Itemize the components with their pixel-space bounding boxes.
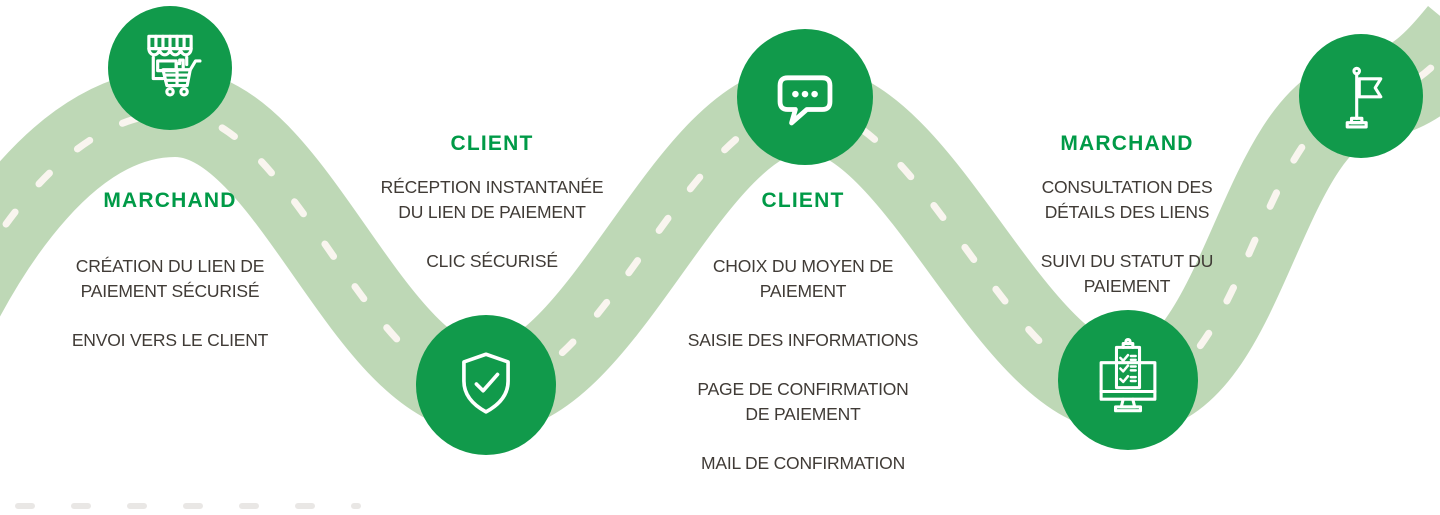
actor-title: MARCHAND (1060, 132, 1194, 155)
actor-title: MARCHAND (103, 189, 237, 212)
chat-bubble-icon (777, 75, 833, 126)
step-label-client-payment: CLIENT CHOIX DU MOYEN DE PAIEMENT SAISIE… (685, 190, 921, 476)
step-node-secure-click (416, 315, 556, 455)
step-paragraph: PAGE DE CONFIRMATION DE PAIEMENT (697, 379, 909, 424)
step-paragraph: ENVOI VERS LE CLIENT (71, 330, 269, 350)
step-paragraph: SUIVI DU STATUT DU PAIEMENT (1040, 251, 1214, 296)
monitor-checklist-icon (1099, 337, 1157, 413)
step-paragraph: RÉCEPTION INSTANTANÉE DU LIEN DE PAIEMEN… (380, 177, 604, 222)
actor-title: CLIENT (761, 189, 845, 212)
actor-title: CLIENT (450, 132, 534, 155)
step-paragraph: CRÉATION DU LIEN DE PAIEMENT SÉCURISÉ (75, 256, 265, 301)
step-node-finish (1299, 34, 1423, 158)
storefront-cart-icon (147, 34, 202, 97)
finish-flag-icon (1345, 66, 1383, 129)
step-paragraph: CONSULTATION DES DÉTAILS DES LIENS (1041, 177, 1213, 222)
step-label-merchant-create: MARCHAND CRÉATION DU LIEN DE PAIEMENT SÉ… (58, 190, 283, 353)
step-node-merchant-follow (1058, 310, 1198, 450)
step-paragraph: CLIC SÉCURISÉ (426, 251, 558, 271)
step-label-merchant-follow: MARCHAND CONSULTATION DES DÉTAILS DES LI… (1025, 133, 1230, 299)
step-label-client-reception: CLIENT RÉCEPTION INSTANTANÉE DU LIEN DE … (372, 133, 612, 274)
step-paragraph: CHOIX DU MOYEN DE PAIEMENT (712, 256, 894, 301)
step-paragraph: SAISIE DES INFORMATIONS (687, 330, 919, 350)
step-paragraph: MAIL DE CONFIRMATION (700, 453, 906, 473)
step-node-merchant-create (108, 6, 232, 130)
step-node-client-payment (737, 29, 873, 165)
shield-check-icon (462, 352, 510, 414)
